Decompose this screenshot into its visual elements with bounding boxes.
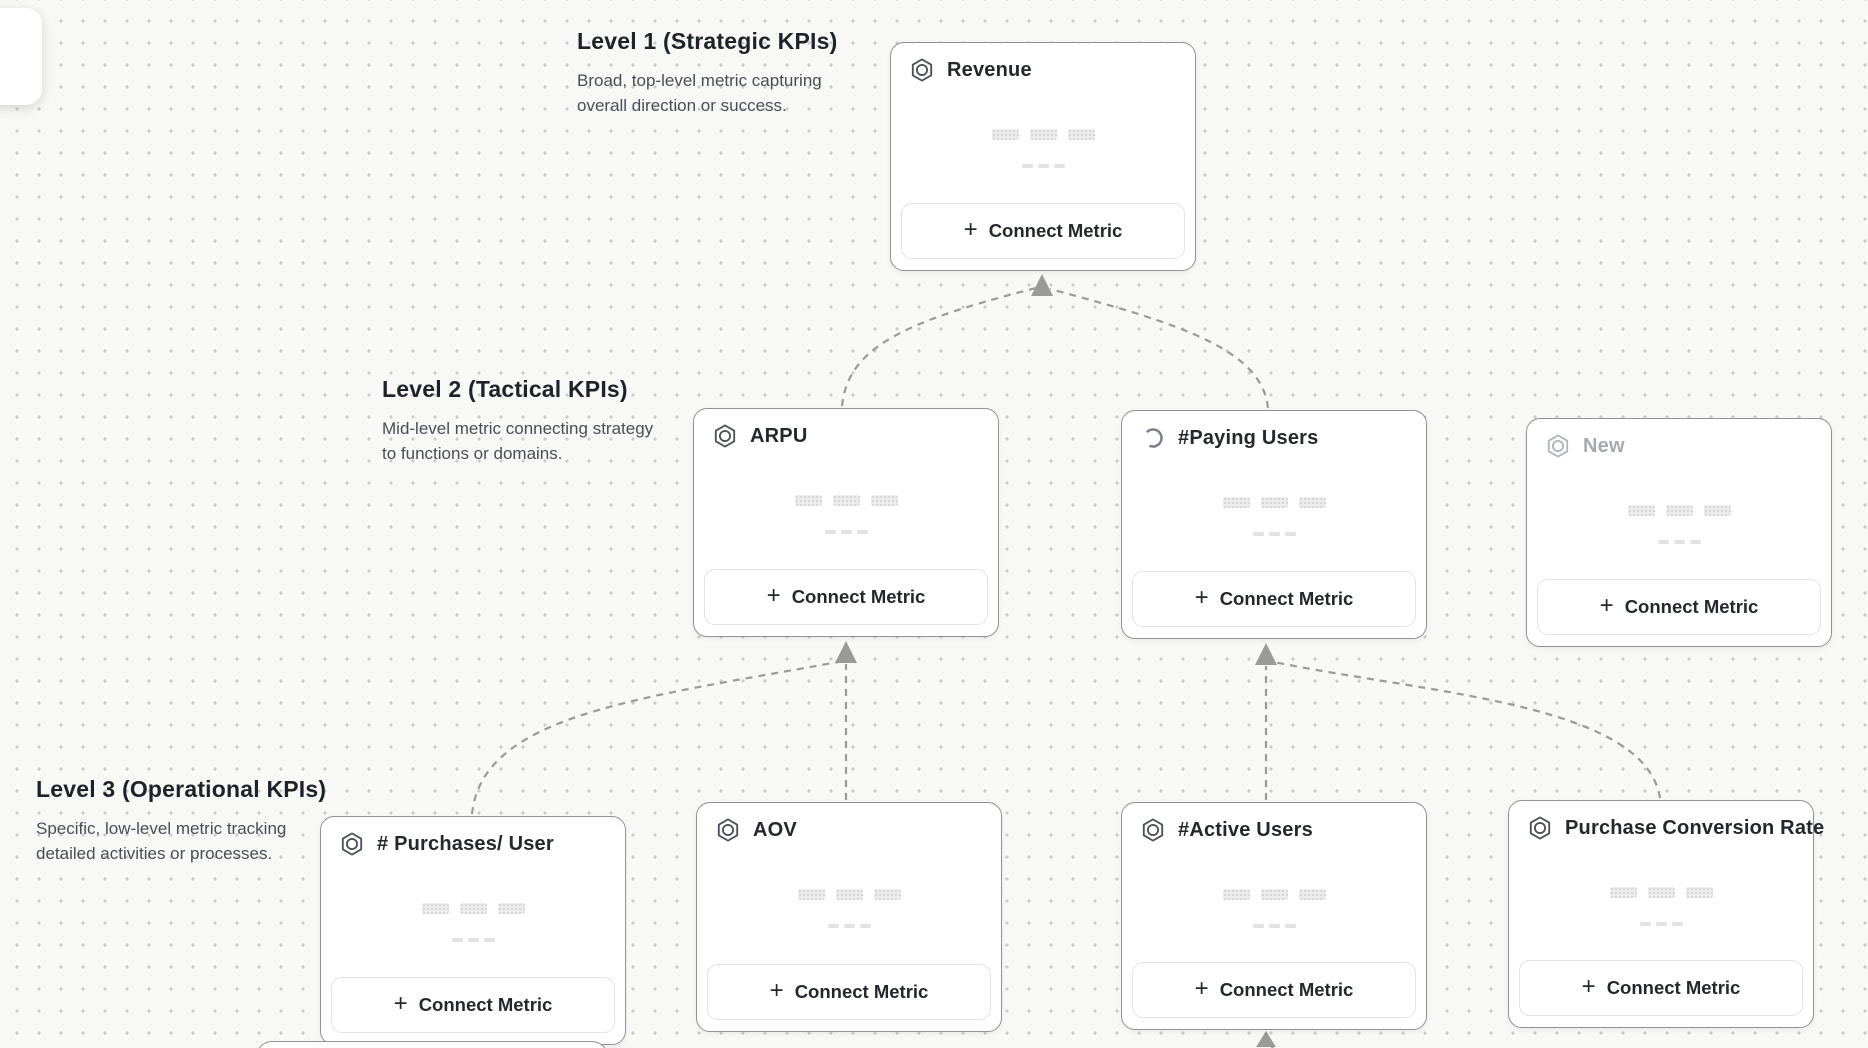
card-header: New	[1545, 433, 1625, 459]
arrowhead-into-paying-users	[1255, 643, 1277, 665]
connector-paying-users-to-revenue	[1049, 287, 1270, 409]
plus-icon: +	[1194, 975, 1209, 1002]
metric-card-title: # Purchases/ User	[377, 832, 554, 855]
connect-metric-label: Connect Metric	[794, 981, 929, 1002]
connect-metric-label: Connect Metric	[988, 220, 1123, 241]
metric-hexagon-icon	[1140, 817, 1166, 843]
connect-metric-button[interactable]: + Connect Metric	[707, 964, 991, 1020]
connect-metric-label: Connect Metric	[1219, 979, 1354, 1000]
connect-metric-label: Connect Metric	[1606, 977, 1741, 998]
connect-metric-button[interactable]: + Connect Metric	[1132, 962, 1416, 1018]
arrowhead-into-arpu	[835, 641, 857, 663]
connect-metric-button[interactable]: + Connect Metric	[704, 569, 988, 625]
level-3-title: Level 3 (Operational KPIs)	[36, 776, 327, 802]
metric-hexagon-icon	[339, 831, 365, 857]
level-2-title: Level 2 (Tactical KPIs)	[382, 376, 628, 402]
skeleton-placeholder-small	[321, 938, 625, 942]
skeleton-placeholder-small	[891, 164, 1195, 168]
skeleton-placeholder	[1122, 889, 1426, 900]
plus-icon: +	[393, 990, 408, 1017]
metric-hexagon-icon	[715, 817, 741, 843]
pen-icon	[0, 54, 4, 78]
plus-icon: +	[766, 582, 781, 609]
plus-icon: +	[963, 216, 978, 243]
skeleton-placeholder	[1509, 887, 1813, 898]
plus-icon: +	[769, 977, 784, 1004]
metric-hexagon-icon	[1545, 433, 1571, 459]
skeleton-placeholder	[1527, 505, 1831, 516]
level-2-description: Mid-level metric connecting strategy to …	[382, 419, 654, 463]
metric-card-title: #Active Users	[1178, 818, 1313, 841]
metric-hexagon-icon	[1527, 815, 1553, 841]
skeleton-placeholder	[321, 903, 625, 914]
floating-toolbar-button[interactable]	[0, 8, 42, 105]
metric-card-title: New	[1583, 434, 1625, 457]
card-header: Revenue	[909, 57, 1032, 83]
card-header: #Active Users	[1140, 817, 1313, 843]
metric-card-purchase-conversion-rate[interactable]: Purchase Conversion Rate + Connect Metri…	[1508, 800, 1824, 1028]
plus-icon: +	[1194, 584, 1209, 611]
metric-card-title: #Paying Users	[1178, 426, 1319, 449]
spinner-icon	[1140, 425, 1166, 451]
level-1-title: Level 1 (Strategic KPIs)	[577, 28, 838, 54]
connect-metric-label: Connect Metric	[418, 994, 553, 1015]
metric-card-new[interactable]: New + Connect Metric	[1526, 418, 1832, 647]
card-header: Purchase Conversion Rate	[1527, 815, 1824, 841]
connector-stub-below-active-users	[1265, 1037, 1274, 1048]
level-1-description: Broad, top-level metric capturing overal…	[577, 71, 822, 115]
level-1-heading: Level 1 (Strategic KPIs)	[577, 28, 837, 55]
connector-arpu-to-revenue	[840, 286, 1037, 407]
skeleton-placeholder	[697, 889, 1001, 900]
metric-card-arpu[interactable]: ARPU + Connect Metric	[693, 408, 999, 637]
connect-metric-button[interactable]: + Connect Metric	[331, 977, 615, 1033]
skeleton-placeholder-small	[697, 924, 1001, 928]
level-3-heading: Level 3 (Operational KPIs)	[36, 776, 326, 803]
metric-card-aov[interactable]: AOV + Connect Metric	[696, 802, 1002, 1032]
connect-metric-button[interactable]: + Connect Metric	[1537, 579, 1821, 635]
metric-card-partial-bottom[interactable]	[256, 1041, 608, 1048]
skeleton-placeholder	[891, 129, 1195, 140]
connect-metric-button[interactable]: + Connect Metric	[901, 203, 1185, 259]
card-header: AOV	[715, 817, 797, 843]
skeleton-placeholder	[1122, 497, 1426, 508]
connect-metric-button[interactable]: + Connect Metric	[1519, 960, 1803, 1016]
metric-card-active-users[interactable]: #Active Users + Connect Metric	[1121, 802, 1427, 1030]
card-header: ARPU	[712, 423, 807, 449]
skeleton-placeholder-small	[694, 530, 998, 534]
skeleton-placeholder-small	[1122, 924, 1426, 928]
connector-purchases-to-arpu	[470, 660, 839, 815]
metric-hexagon-icon	[909, 57, 935, 83]
metric-card-title: ARPU	[750, 424, 808, 447]
level-2-heading: Level 2 (Tactical KPIs)	[382, 376, 628, 403]
connect-metric-label: Connect Metric	[1624, 596, 1759, 617]
skeleton-placeholder-small	[1509, 922, 1813, 926]
skeleton-placeholder	[694, 495, 998, 506]
metric-hexagon-icon	[712, 423, 738, 449]
plus-icon: +	[1599, 592, 1614, 619]
plus-icon: +	[1581, 973, 1596, 1000]
metric-card-title: Purchase Conversion Rate	[1565, 816, 1825, 839]
metric-card-purchases-per-user[interactable]: # Purchases/ User + Connect Metric	[320, 816, 626, 1045]
metric-card-paying-users[interactable]: #Paying Users + Connect Metric	[1121, 410, 1427, 639]
metric-card-revenue[interactable]: Revenue + Connect Metric	[890, 42, 1196, 271]
skeleton-placeholder-small	[1527, 540, 1831, 544]
connect-metric-label: Connect Metric	[1219, 588, 1354, 609]
arrowhead-into-active-users	[1256, 1031, 1276, 1047]
arrowhead-into-revenue	[1031, 274, 1053, 296]
connector-pcr-to-paying-users	[1273, 660, 1662, 799]
connect-metric-label: Connect Metric	[791, 586, 926, 607]
level-3-description: Specific, low-level metric tracking deta…	[36, 819, 287, 863]
connect-metric-button[interactable]: + Connect Metric	[1132, 571, 1416, 627]
skeleton-placeholder-small	[1122, 532, 1426, 536]
metric-card-title: Revenue	[947, 58, 1032, 81]
card-header: # Purchases/ User	[339, 831, 554, 857]
card-header: #Paying Users	[1140, 425, 1318, 451]
metric-card-title: AOV	[753, 818, 797, 841]
